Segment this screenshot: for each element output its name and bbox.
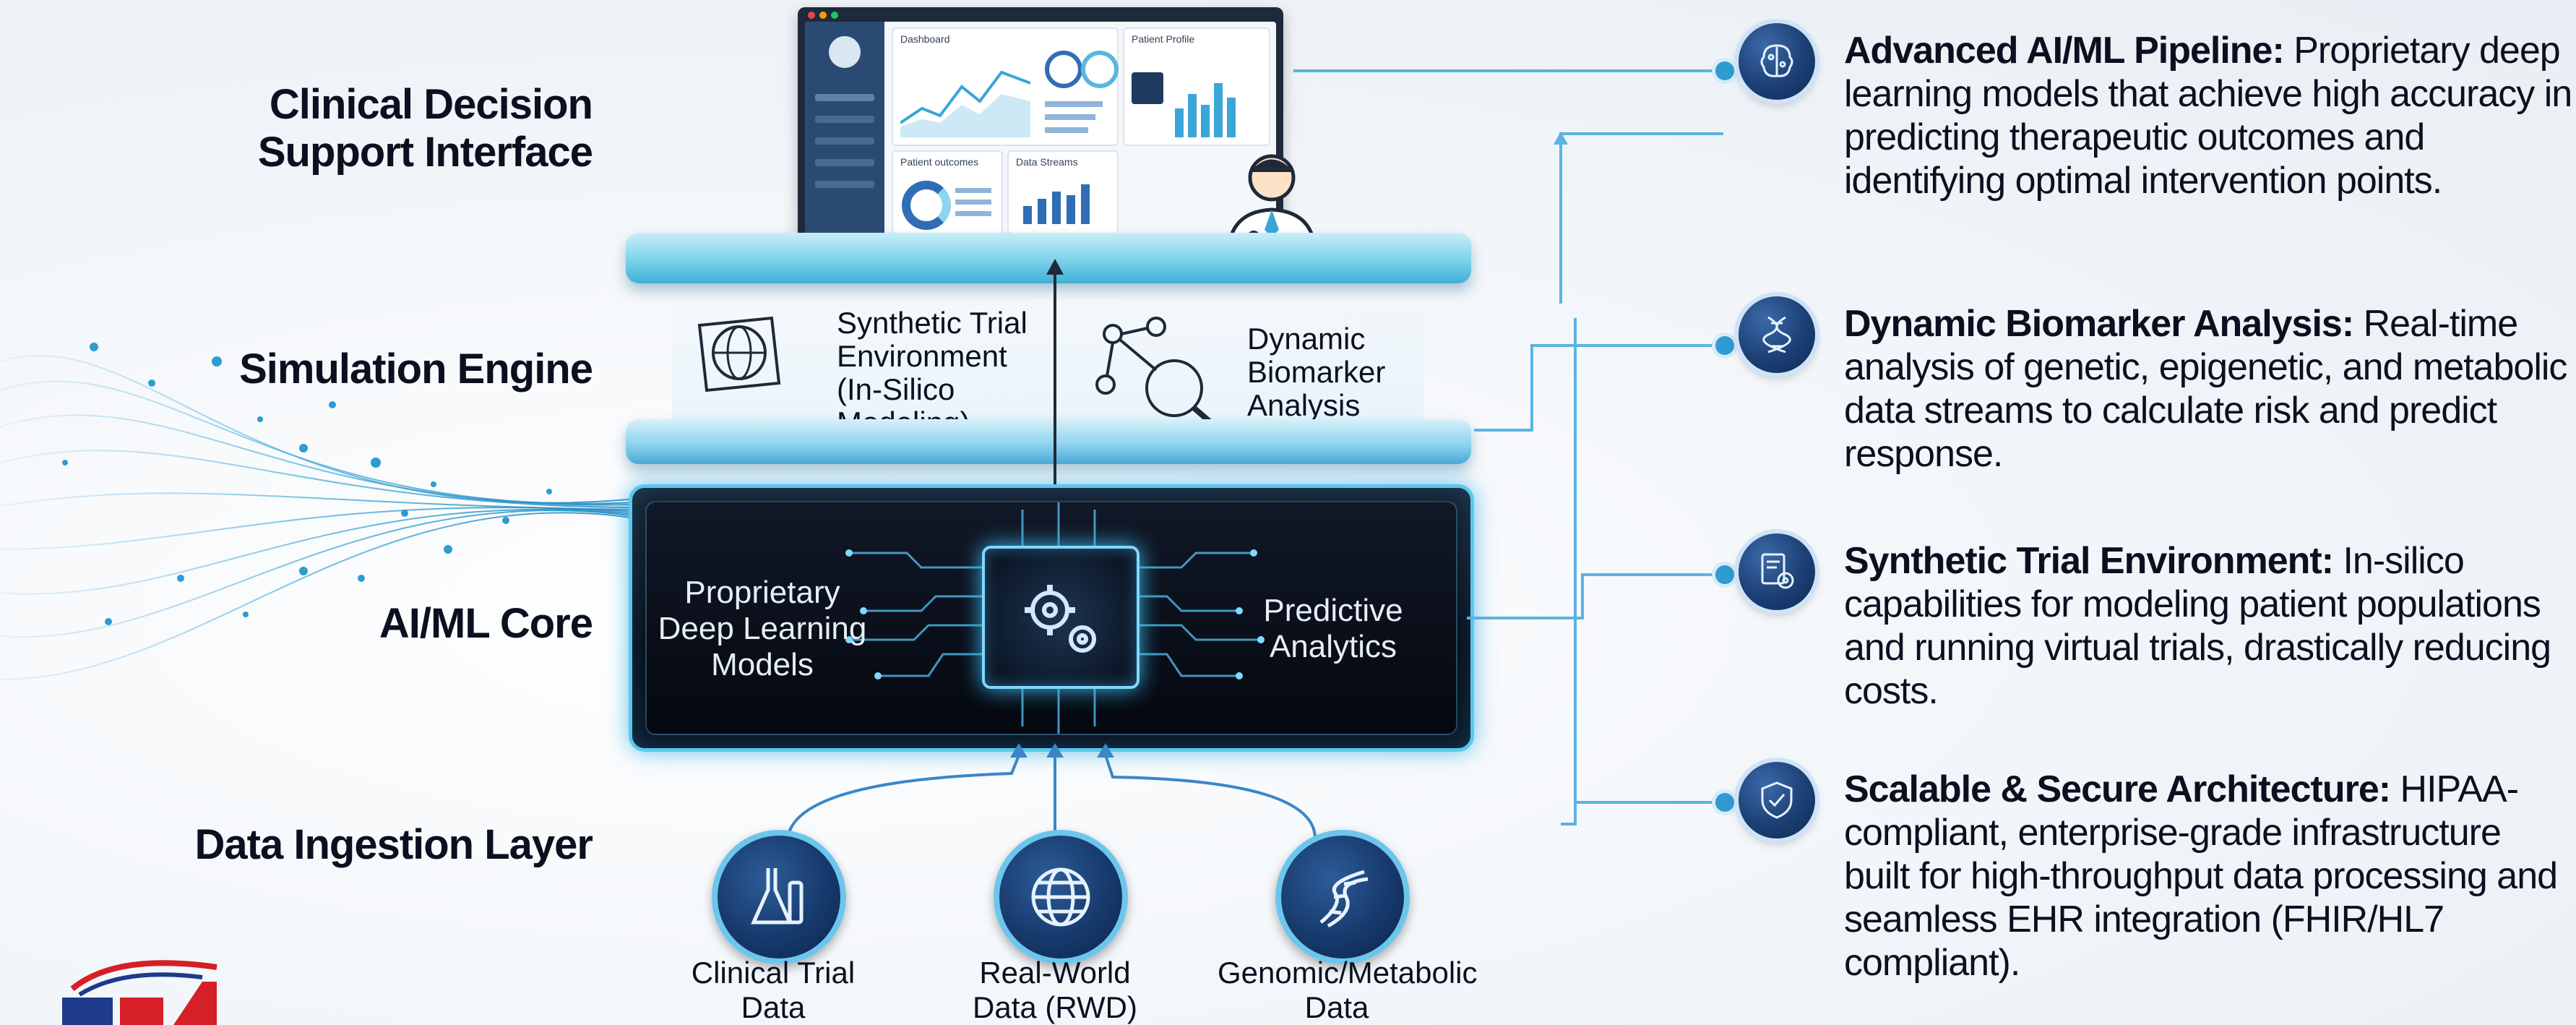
connector-dot <box>1715 336 1734 355</box>
logo-swoosh <box>62 960 217 1025</box>
globe-box-icon <box>697 316 781 393</box>
feature-description: Proprietary deep learning models that ac… <box>1844 30 2572 202</box>
data-streams-card: Data Streams <box>1007 150 1119 234</box>
feature-title: Dynamic Biomarker Analysis: <box>1844 303 2354 345</box>
clinical-trial-data-icon <box>712 830 846 964</box>
gears-icon <box>1025 585 1096 653</box>
aiml-core-label: AI/ML Core <box>379 600 593 647</box>
document-gear-icon <box>1739 533 1815 610</box>
dashboard-screen: Dashboard Patient Profile Patient o <box>805 22 1276 236</box>
predictive-analytics-label: Predictive Analytics <box>1263 593 1403 664</box>
simulation-engine-label: Simulation Engine <box>239 346 593 393</box>
bar-chart-icon <box>1023 184 1090 224</box>
clinical-platform-slab <box>626 233 1471 283</box>
simulation-engine-area <box>672 289 1423 426</box>
feature-description: In-silico capabilities for modeling pati… <box>1844 540 2551 712</box>
feature-description: HIPAA-compliant, enterprise-grade infras… <box>1844 768 2558 984</box>
processor-chip <box>982 546 1140 689</box>
flask-icon <box>751 868 804 925</box>
dynamic-biomarker-label: Dynamic Biomarker Analysis <box>1247 322 1386 422</box>
line-chart-icon <box>900 70 1030 137</box>
gauge-icon <box>1081 51 1119 88</box>
genomic-data-icon <box>1275 830 1410 964</box>
feature-title: Synthetic Trial Environment: <box>1844 540 2334 582</box>
data-ingestion-label: Data Ingestion Layer <box>194 821 593 868</box>
profile-photo-icon <box>1132 72 1163 104</box>
patient-profile-card: Patient Profile <box>1123 27 1270 146</box>
dashboard-sidebar <box>805 22 884 236</box>
feature-title: Advanced AI/ML Pipeline: <box>1844 30 2285 72</box>
company-logo <box>58 953 231 1025</box>
dashboard-monitor: Dashboard Patient Profile Patient o <box>798 7 1283 243</box>
brain-icon <box>1739 23 1815 100</box>
feature-title: Scalable & Secure Architecture: <box>1844 768 2391 810</box>
shield-check-icon <box>1739 762 1815 839</box>
circuit-traces-graphic <box>845 502 1265 734</box>
dashboard-main-card: Dashboard <box>892 27 1119 146</box>
real-world-data-icon <box>994 830 1128 964</box>
connector-dot <box>1715 793 1734 812</box>
deep-learning-label: Proprietary Deep Learning Models <box>658 575 867 682</box>
globe-icon <box>1031 867 1090 927</box>
dna-icon <box>1739 296 1815 373</box>
gauge-icon <box>1045 51 1082 88</box>
dna-icon <box>1319 870 1369 928</box>
connector-dot <box>1715 61 1734 80</box>
feature-description: Real-time analysis of genetic, epigeneti… <box>1844 303 2567 475</box>
clinical-decision-label: Clinical Decision Support Interface <box>257 81 593 176</box>
patient-outcomes-card: Patient outcomes <box>892 150 1003 234</box>
connector-dot <box>1715 565 1734 584</box>
user-avatar-icon <box>829 36 861 68</box>
data-flow-wave-graphic <box>0 343 637 680</box>
aiml-core-block: Proprietary Deep Learning Models Predict… <box>629 484 1474 752</box>
simulation-platform-slab <box>626 419 1471 464</box>
bar-chart-icon <box>1175 83 1236 137</box>
